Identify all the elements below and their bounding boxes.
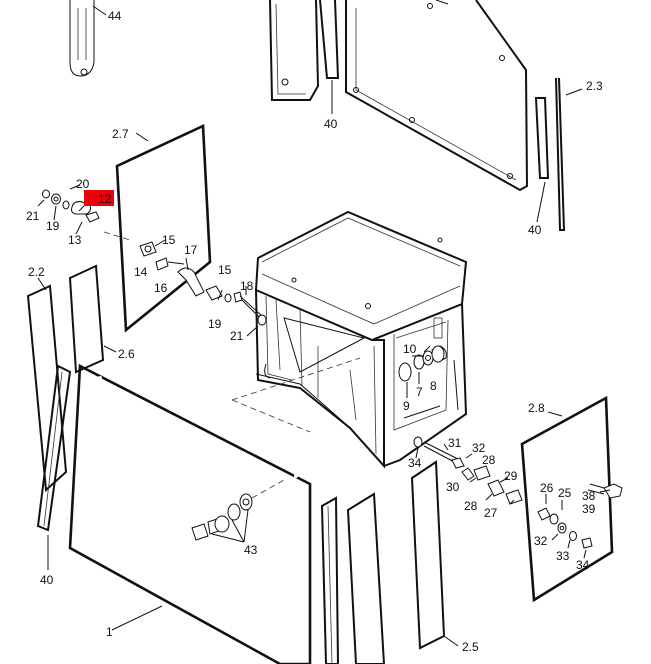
hinge-hardware-left xyxy=(37,184,100,235)
label-2-2: 2.2 xyxy=(28,265,45,279)
part-43-fasteners xyxy=(191,479,285,543)
label-15-lower: 15 xyxy=(218,263,232,277)
label-25: 25 xyxy=(558,486,572,500)
label-2-3: 2.3 xyxy=(586,79,603,93)
label-40-top: 40 xyxy=(324,117,338,131)
label-44: 44 xyxy=(108,9,122,23)
label-17: 17 xyxy=(184,243,198,257)
label-2-8: 2.8 xyxy=(528,401,545,415)
label-43: 43 xyxy=(244,543,258,557)
label-16: 16 xyxy=(154,281,168,295)
label-13: 13 xyxy=(68,233,82,247)
label-32-upper: 32 xyxy=(472,441,486,455)
label-34-lower: 34 xyxy=(576,558,590,572)
lower-center-strips xyxy=(320,460,459,664)
label-30: 30 xyxy=(446,480,460,494)
bolt-18-assembly xyxy=(217,286,267,337)
label-29: 29 xyxy=(504,469,518,483)
label-1: 1 xyxy=(106,625,113,639)
rear-window-panel xyxy=(345,0,529,192)
label-12: 12 xyxy=(98,192,112,206)
label-2-7: 2.7 xyxy=(112,127,129,141)
front-windscreen-1 xyxy=(68,363,312,664)
label-21-center: 21 xyxy=(230,329,244,343)
label-40-right: 40 xyxy=(528,223,542,237)
label-2-5: 2.5 xyxy=(462,640,479,654)
label-40-bottom: 40 xyxy=(40,573,54,587)
cab-frame xyxy=(231,210,468,469)
left-strips xyxy=(26,264,117,570)
label-21-left: 21 xyxy=(26,209,40,223)
label-34-upper: 34 xyxy=(408,456,422,470)
label-9: 9 xyxy=(403,399,410,413)
label-18: 18 xyxy=(240,279,254,293)
door-latch-parts xyxy=(139,239,223,301)
label-2-6: 2.6 xyxy=(118,347,135,361)
part-44-rod xyxy=(69,0,107,77)
label-32-lower: 32 xyxy=(534,534,548,548)
label-38: 38 xyxy=(582,489,596,503)
right-door-hardware xyxy=(537,483,623,559)
label-19-center: 19 xyxy=(208,317,222,331)
hinge-hardware-right xyxy=(413,436,523,505)
label-14: 14 xyxy=(134,265,148,279)
labels: 44 40 2.3 40 2.7 20 12 21 19 13 15 17 14… xyxy=(26,9,603,654)
label-33: 33 xyxy=(556,549,570,563)
label-8: 8 xyxy=(430,379,437,393)
mount-parts xyxy=(398,345,447,398)
label-39: 39 xyxy=(582,502,596,516)
label-28-upper: 28 xyxy=(482,453,496,467)
label-10: 10 xyxy=(403,342,417,356)
label-20: 20 xyxy=(76,177,90,191)
label-7: 7 xyxy=(416,385,423,399)
label-19-left: 19 xyxy=(46,219,60,233)
highlight-box-12 xyxy=(84,190,114,206)
label-31: 31 xyxy=(448,436,462,450)
label-28-lower: 28 xyxy=(464,499,478,513)
label-26: 26 xyxy=(540,481,554,495)
seal-strip-right xyxy=(534,77,583,231)
upper-left-window-frame xyxy=(269,0,340,114)
door-panel-2-7 xyxy=(103,124,212,333)
label-15-upper: 15 xyxy=(162,233,176,247)
door-panel-2-8 xyxy=(520,395,614,603)
label-27: 27 xyxy=(484,506,498,520)
